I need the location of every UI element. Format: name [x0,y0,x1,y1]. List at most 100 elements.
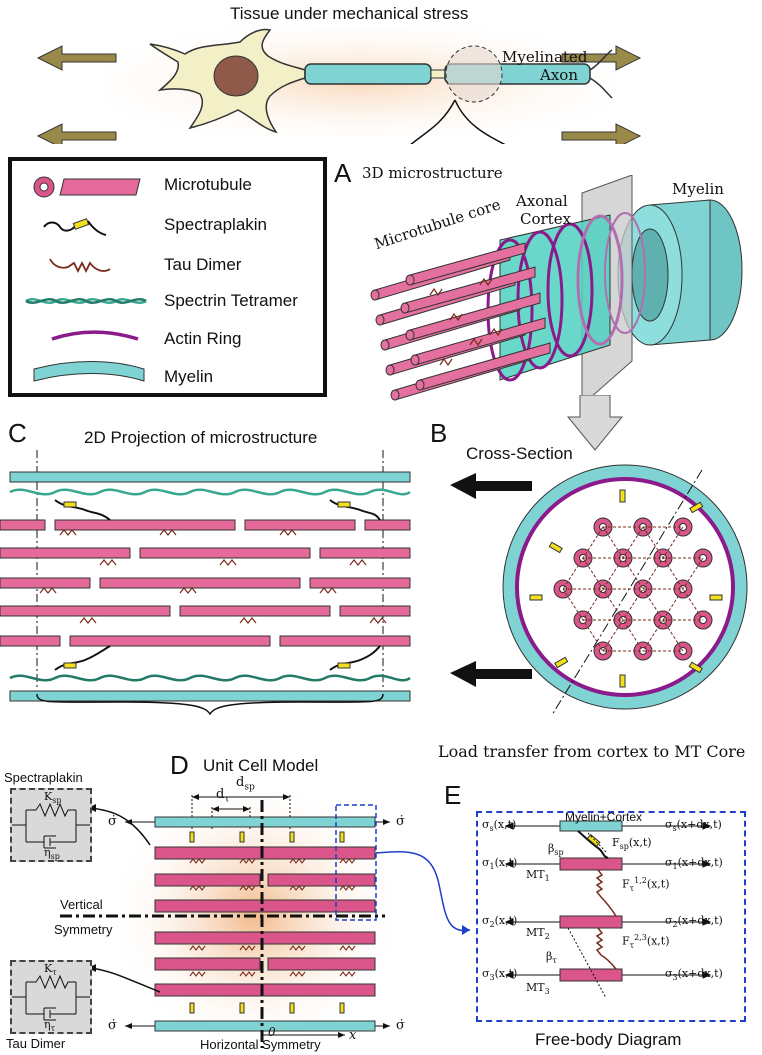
legend-box: Microtubule Spectraplakin Tau Dimer Spec… [8,157,327,397]
panel-d-unit-cell [60,790,470,1048]
spectrin-bottom [9,674,411,682]
panel-a-title: 3D microstructure [362,164,503,182]
tau-spring-box: Kτ ητ [10,960,92,1034]
fbd-mt3 [559,968,623,982]
load-arrow-top [450,473,532,499]
mt1-label: MT1 [526,868,550,884]
mt3-label: MT3 [526,981,550,997]
spectrin-top [9,488,411,496]
fbd-title: Myelin+Cortex [565,810,643,824]
panel-e-letter: E [444,780,462,810]
stress-arrow-bottom-left [36,123,117,144]
spring-dashpot-icon-sp [12,802,90,849]
panel-a-myelin-label: Myelin [672,180,724,198]
actin-ring-icon [51,330,139,341]
panel-d-letter: D [170,750,189,780]
x-axis-label: x [349,1028,357,1043]
microtubule-icon [33,176,141,198]
axon-myelin-1 [304,63,432,85]
k-sp-label: Ksp [44,790,62,806]
panel-b-cross-section [450,395,748,716]
panel-d-title: Unit Cell Model [203,756,319,775]
myelin-bottom [9,690,411,702]
panel-a-3d-illustration [370,175,743,407]
f-tau-23-label: Fτ2,3(x,t) [622,933,670,950]
fbd-connector [375,851,470,932]
fbd-mt1 [559,857,623,871]
panel-e-border [476,811,746,1022]
stress-arrow-top-right [561,45,642,71]
axon-label-2: Axon [540,66,578,84]
fbd-myelin-bar [559,820,623,832]
sigma-s-left: σs(x,t) [482,818,517,834]
k-tau-label: Kτ [44,962,57,978]
panel-b-title: Cross-Section [466,444,573,463]
down-arrow [566,395,624,451]
origin-label: 0 [268,1025,276,1039]
f-sp-label: Fsp(x,t) [612,836,652,852]
legend-label-spectraplakin: Spectraplakin [164,215,268,234]
f-tau-12-label: Fτ1,2(x,t) [622,876,670,893]
sigma-3-left: σ3(x,t) [482,967,518,983]
fbd-spectraplakin [577,830,609,859]
panel-e-caption: Free-body Diagram [535,1030,682,1049]
eta-tau-label: ητ [44,1018,56,1034]
header-title: Tissue under mechanical stress [230,4,469,23]
fbd-selection [335,804,377,921]
sigma-3-right: σ3(x+dx,t) [665,967,723,983]
unit-myelin-top [154,816,376,828]
sigma-dot-right-bottom: σ̇ [396,1018,405,1033]
nucleus [213,55,259,97]
d-sp-label: dsp [236,775,255,793]
eta-sp-label: ηsp [44,846,60,862]
sigma-2-right: σ2(x+dx,t) [665,914,723,930]
mt-rows [0,519,411,647]
unit-cell-brace [36,693,384,715]
panel-c-letter: C [8,418,27,448]
section-line [551,469,703,716]
spectraplakin-box-title: Spectraplakin [4,770,83,785]
sigma-dot-right-top: σ̇ [396,814,405,829]
mt2-label: MT2 [526,926,550,942]
load-arrow-bottom [450,661,532,687]
panel-e-fbd [504,820,712,999]
vertical-symmetry-label-2: Symmetry [54,922,113,937]
zoom-bracket [410,99,456,144]
axon-label-1: Myelinated [502,48,588,66]
panel-a-letter: A [334,158,352,188]
panel-b-letter: B [430,418,448,448]
spectrin-tetramer-icon [25,298,147,304]
legend-label-tau: Tau Dimer [164,255,242,274]
panel-c-title: 2D Projection of microstructure [84,428,318,447]
myelin-icon [33,361,145,382]
spectraplakin-icon [43,218,107,236]
legend-label-microtubule: Microtubule [164,175,252,194]
neuron-illustration [36,26,642,144]
panel-a-cortex-label-2: Cortex [520,210,572,228]
myelin-cylinder [617,199,743,346]
spectraplakin-spring-box: Ksp ηsp [10,788,92,862]
microtubule-bundle [370,242,551,401]
unit-myelin-bottom [154,1020,376,1032]
zoom-circle [445,45,503,103]
sigma-1-right: σ1(x+dx,t) [665,856,723,872]
stress-arrow-top-left [36,45,117,71]
sigma-1-left: σ1(x,t) [482,856,518,872]
myelin-top [9,471,411,483]
stress-arrow-bottom-right [561,123,642,144]
fbd-tau-12 [595,869,617,917]
legend-label-spectrin: Spectrin Tetramer [164,291,298,310]
sigma-dot-left-top: σ̇ [108,814,117,829]
tau-box-title: Tau Dimer [6,1036,66,1051]
spectraplakins-c [54,499,381,671]
legend-icons [25,176,147,382]
spring-dashpot-icon-tau [12,974,90,1021]
unit-microtubules [154,846,376,997]
sigma-s-right: σs(x+dx,t) [665,818,722,834]
sigma-dot-left-bottom: σ̇ [108,1018,117,1033]
panel-a-cortex-label-1: Axonal [516,192,568,210]
d-tau-label: dτ [216,787,230,805]
beta-sp-label: βsp [548,842,564,858]
vertical-symmetry-label-1: Vertical [60,897,103,912]
legend-label-actin: Actin Ring [164,329,242,348]
